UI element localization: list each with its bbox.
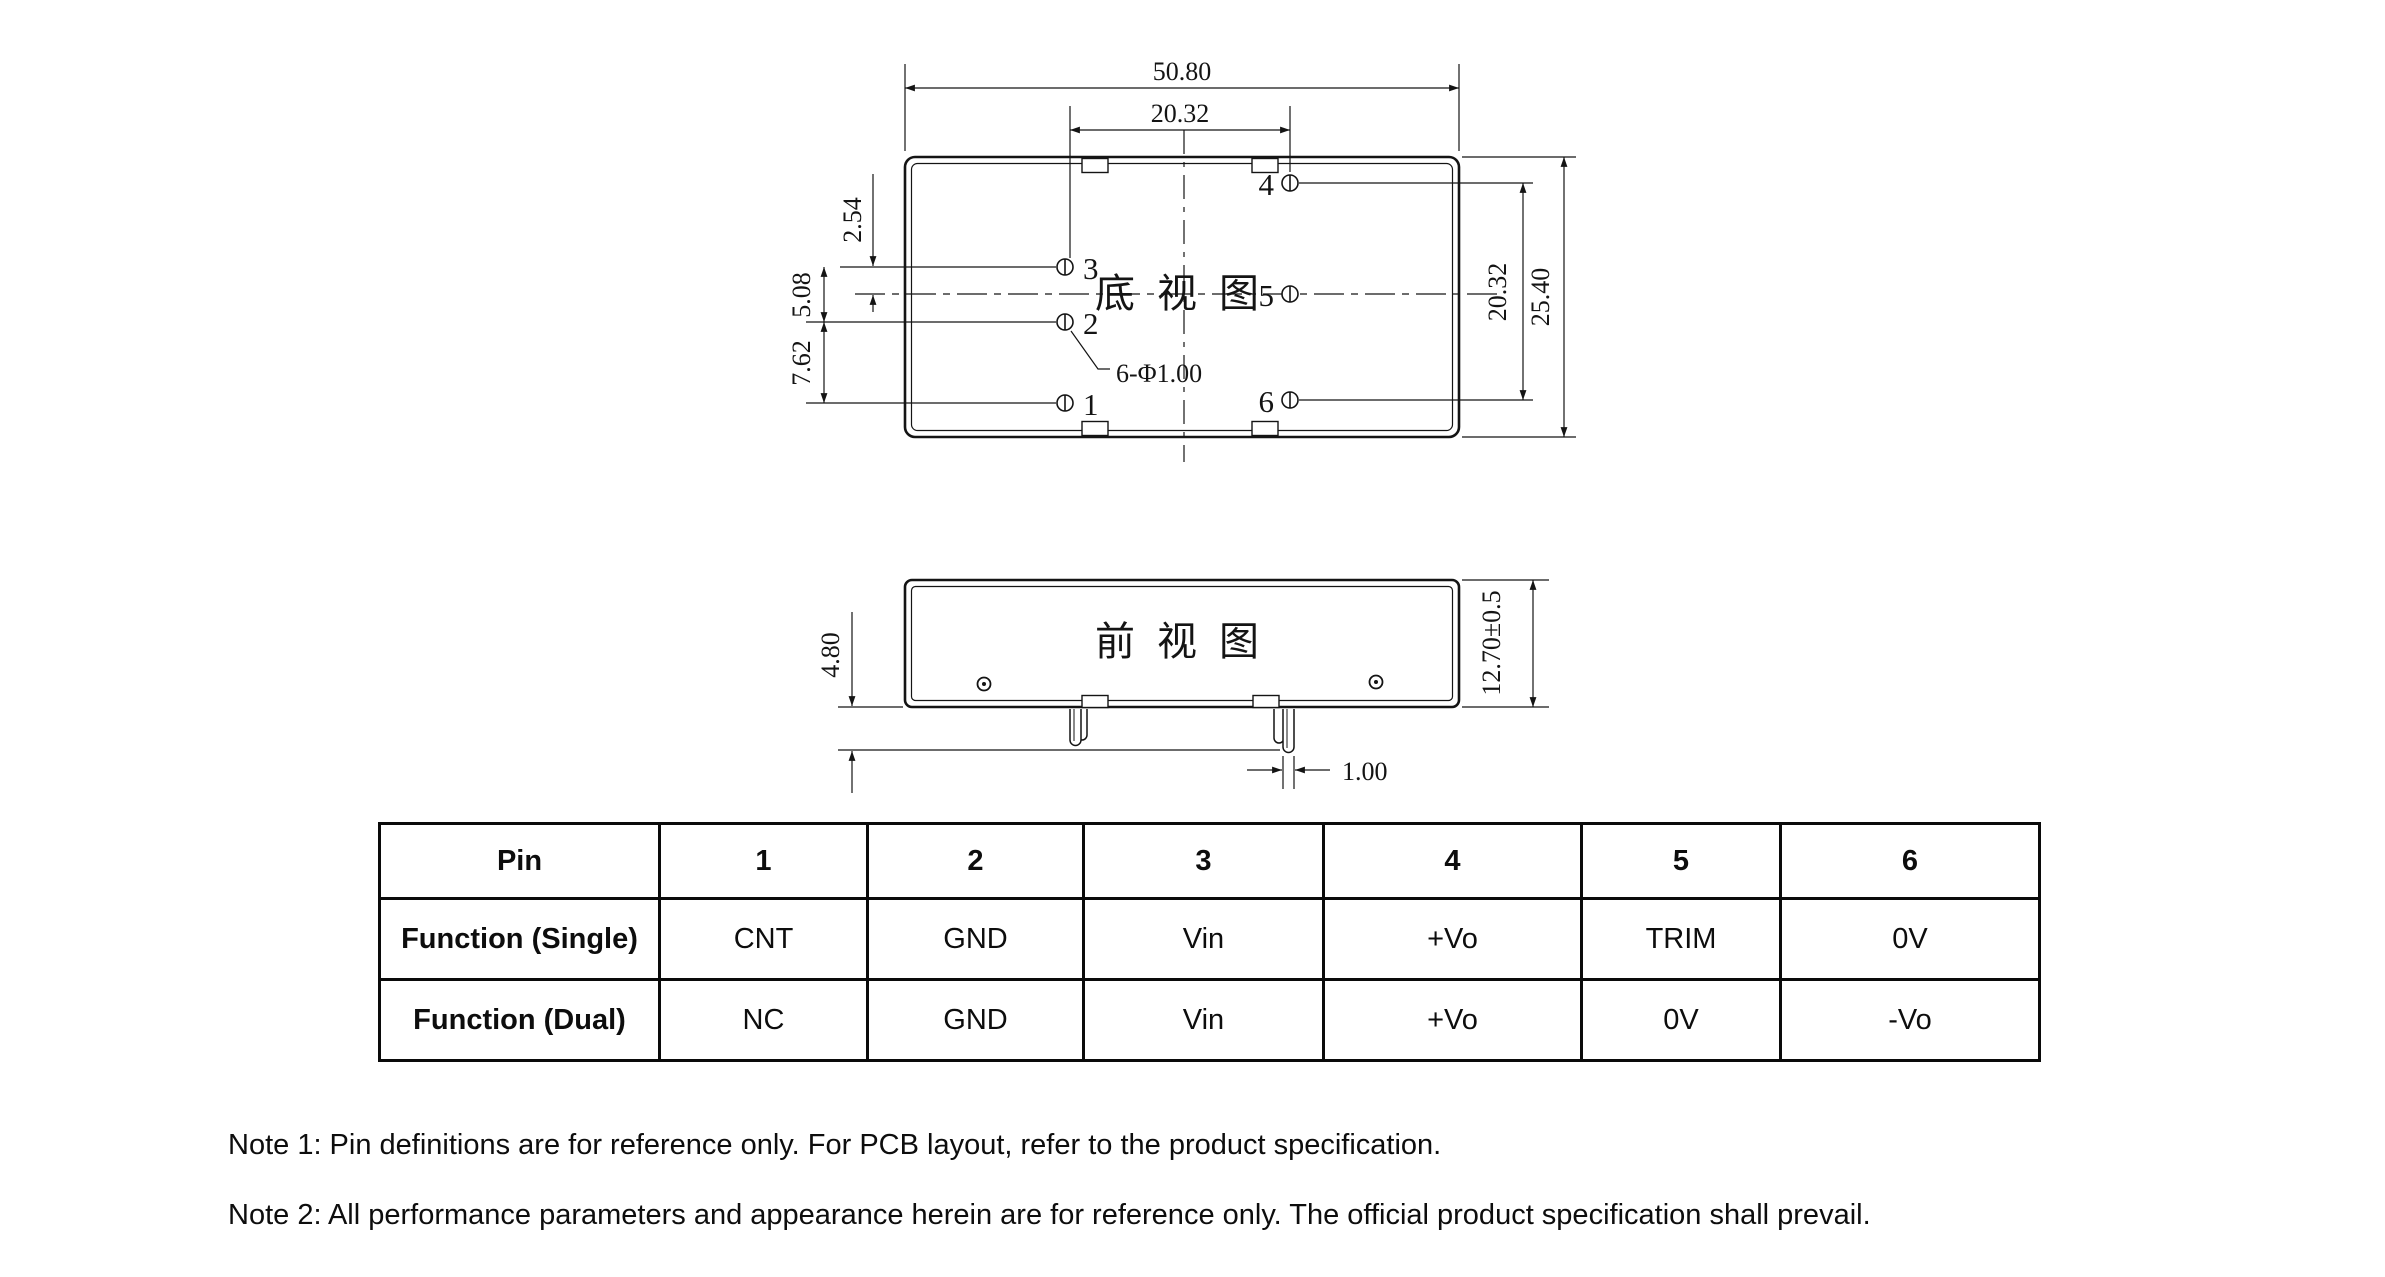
- front-view-body: [903, 578, 1461, 709]
- svg-text:25.40: 25.40: [1526, 268, 1555, 327]
- dual-pin6-function: -Vo: [1779, 978, 2041, 1062]
- pin-left-front: [1069, 709, 1082, 747]
- svg-text:4.80: 4.80: [816, 632, 845, 678]
- front-view-indents: [976, 674, 1384, 692]
- dual-pin3-function: Vin: [1082, 978, 1325, 1062]
- dim-pin-width: 1.00: [1247, 756, 1388, 789]
- table-header-6: 6: [1779, 822, 2041, 900]
- bottom-view-body-inner-line: [910, 162, 1454, 432]
- single-pin6-function: 0V: [1779, 897, 2041, 981]
- dual-pin2-function: GND: [866, 978, 1085, 1062]
- table-header-5: 5: [1580, 822, 1782, 900]
- bottom-view-body: [903, 155, 1461, 439]
- single-pin1-function: CNT: [658, 897, 869, 981]
- single-pin3-function: Vin: [1082, 897, 1325, 981]
- dim-pin3-to-pin2: 5.08: [787, 267, 828, 322]
- dim-pin4-to-pin6: 20.32: [1483, 182, 1527, 400]
- note-2: Note 2: All performance parameters and a…: [228, 1199, 1871, 1231]
- bottom-view-tabs: [1081, 157, 1279, 437]
- dim-body-height: 12.70±0.5: [1462, 579, 1549, 708]
- pin-circle-1: [1056, 394, 1074, 412]
- pin-label-3: 3: [1083, 251, 1099, 286]
- bottom-view-title: 底 视 图: [1095, 271, 1265, 316]
- svg-text:7.62: 7.62: [787, 340, 816, 386]
- pin-circle-6: [1281, 391, 1299, 409]
- svg-text:12.70±0.5: 12.70±0.5: [1477, 590, 1506, 695]
- pin-circle-2: [1056, 313, 1074, 331]
- pin-circles: [1056, 174, 1299, 412]
- table-row-function-single: Function (Single) CNT GND Vin +Vo TRIM 0…: [378, 897, 2041, 981]
- pin-label-2: 2: [1083, 306, 1099, 341]
- front-view-body-inner-line: [910, 585, 1454, 702]
- pin-leader-lines: [806, 182, 1533, 404]
- table-header-row: Pin 1 2 3 4 5 6: [378, 822, 2041, 900]
- single-pin2-function: GND: [866, 897, 1085, 981]
- hole-callout: 6-Φ1.00: [1070, 330, 1202, 388]
- table-header-2: 2: [866, 822, 1085, 900]
- front-view-tabs: [1081, 694, 1280, 709]
- note-1: Note 1: Pin definitions are for referenc…: [228, 1129, 1442, 1161]
- row-label-single: Function (Single): [378, 897, 661, 981]
- pin-circle-3: [1056, 258, 1074, 276]
- table-header-pin: Pin: [378, 822, 661, 900]
- table-header-1: 1: [658, 822, 869, 900]
- pin-right-front: [1282, 709, 1295, 754]
- row-label-dual: Function (Dual): [378, 978, 661, 1062]
- svg-text:20.32: 20.32: [1483, 263, 1512, 322]
- dim-pin-col-spacing: 20.32: [1069, 99, 1291, 258]
- dim-overall-depth: 25.40: [1462, 156, 1576, 438]
- dim-overall-width: 50.80: [904, 57, 1460, 151]
- pin-function-table: Pin 1 2 3 4 5 6 Function (Single) CNT GN…: [378, 822, 2041, 1062]
- pin-label-5: 5: [1259, 278, 1275, 313]
- dual-pin5-function: 0V: [1580, 978, 1782, 1062]
- pin-number-labels: 3 2 1 4 5 6: [1083, 167, 1275, 422]
- outline-drawing: 3 2 1 4 5 6 50.80 20.32: [787, 57, 1576, 793]
- front-view-title: 前 视 图: [1095, 619, 1265, 664]
- single-pin4-function: +Vo: [1322, 897, 1583, 981]
- pin-label-6: 6: [1259, 384, 1275, 419]
- dim-pin-length: 4.80: [816, 612, 1280, 793]
- svg-text:5.08: 5.08: [787, 272, 816, 318]
- svg-text:1.00: 1.00: [1342, 757, 1388, 786]
- dim-pin2-to-pin1: 7.62: [787, 322, 828, 403]
- table-header-4: 4: [1322, 822, 1583, 900]
- svg-text:2.54: 2.54: [838, 197, 867, 243]
- svg-text:50.80: 50.80: [1153, 57, 1212, 86]
- pin-label-1: 1: [1083, 387, 1099, 422]
- bottom-view: 3 2 1 4 5 6 50.80 20.32: [787, 57, 1576, 462]
- table-header-3: 3: [1082, 822, 1325, 900]
- single-pin5-function: TRIM: [1580, 897, 1782, 981]
- front-view-pins: [1069, 709, 1295, 754]
- dual-pin1-function: NC: [658, 978, 869, 1062]
- table-row-function-dual: Function (Dual) NC GND Vin +Vo 0V -Vo: [378, 978, 2041, 1062]
- front-view: 4.80 12.70±0.5 1.00 前 视 图: [816, 578, 1549, 793]
- svg-text:6-Φ1.00: 6-Φ1.00: [1116, 359, 1202, 388]
- center-lines: [855, 130, 1500, 462]
- dual-pin4-function: +Vo: [1322, 978, 1583, 1062]
- pin-circle-5: [1281, 285, 1299, 303]
- pin-label-4: 4: [1259, 167, 1275, 202]
- dim-pin3-to-center: 2.54: [838, 174, 877, 312]
- svg-text:20.32: 20.32: [1151, 99, 1210, 128]
- pin-circle-4: [1281, 174, 1299, 192]
